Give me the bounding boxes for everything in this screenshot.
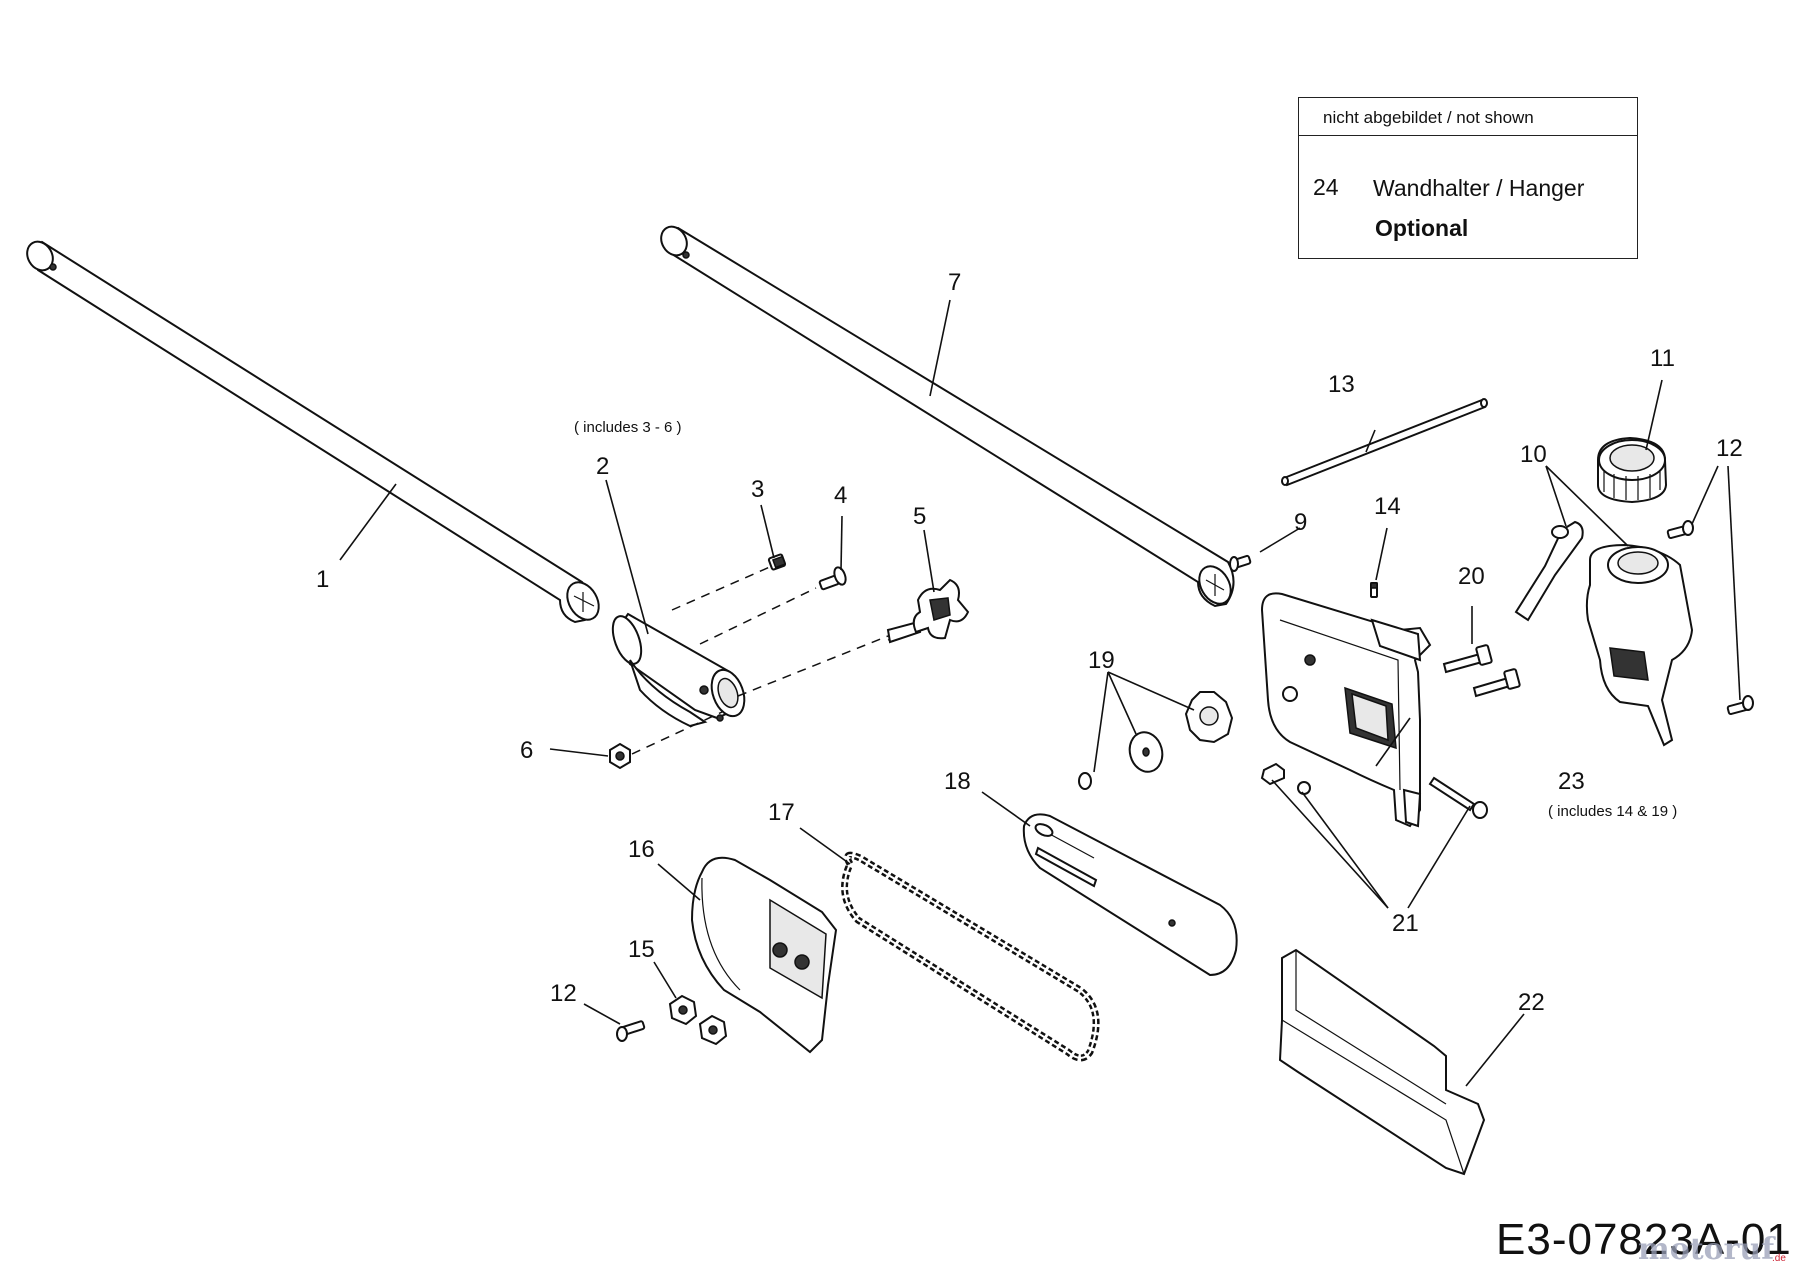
callout-13: 13 xyxy=(1328,371,1355,398)
legend-item-note: Optional xyxy=(1375,215,1469,241)
part-11-oil-cap xyxy=(1597,436,1668,504)
part-10-oil-tank xyxy=(1514,520,1694,747)
callout-4: 4 xyxy=(834,482,847,509)
note-includes-14-19: ( includes 14 & 19 ) xyxy=(1548,803,1677,820)
part-19-sprocket-washer xyxy=(1078,691,1234,790)
part-12-screws-right xyxy=(1666,520,1754,716)
callout-12-left: 12 xyxy=(550,980,577,1007)
callout-18: 18 xyxy=(944,768,971,795)
watermark-tld: .de xyxy=(1772,1253,1786,1264)
part-16-sprocket-cover xyxy=(690,856,838,1054)
callout-11: 11 xyxy=(1650,345,1675,372)
part-3-screw xyxy=(767,553,787,571)
part-9-screw xyxy=(1229,554,1252,572)
part-20-bolts xyxy=(1442,644,1521,698)
part-4-screw xyxy=(818,566,847,591)
assembly-lines xyxy=(631,565,889,755)
leader-lines xyxy=(339,299,1741,1087)
callout-3: 3 xyxy=(751,476,764,503)
part-22-scabbard xyxy=(1278,948,1486,1176)
callout-19: 19 xyxy=(1088,647,1115,674)
legend-item-number: 24 xyxy=(1313,174,1339,200)
callout-numbers: 1 2 3 4 5 6 7 9 10 11 12 13 14 20 19 23 … xyxy=(316,269,1743,1016)
callout-1: 1 xyxy=(316,566,329,593)
callout-17: 17 xyxy=(768,799,795,826)
part-21-tensioner xyxy=(1260,762,1488,819)
callout-12-right: 12 xyxy=(1716,435,1743,462)
part-1-lower-shaft xyxy=(26,240,600,624)
callout-5: 5 xyxy=(913,503,926,530)
callout-20: 20 xyxy=(1458,563,1485,590)
part-15-nuts xyxy=(668,994,728,1046)
part-23-gear-housing xyxy=(1260,592,1432,828)
part-12-screw-left xyxy=(616,1020,646,1042)
part-13-rod xyxy=(1281,398,1488,487)
note-includes-3-6: ( includes 3 - 6 ) xyxy=(574,419,682,436)
callout-21: 21 xyxy=(1392,910,1419,937)
callout-22: 22 xyxy=(1518,989,1545,1016)
callout-14: 14 xyxy=(1374,493,1401,520)
part-2-coupler xyxy=(611,612,746,728)
legend-item-name: Wandhalter / Hanger xyxy=(1373,175,1585,201)
part-5-knob xyxy=(886,578,970,644)
part-18-guide-bar xyxy=(1022,813,1238,977)
callout-16: 16 xyxy=(628,836,655,863)
callout-9: 9 xyxy=(1294,509,1307,536)
callout-15: 15 xyxy=(628,936,655,963)
legend-header: nicht abgebildet / not shown xyxy=(1299,98,1637,136)
not-shown-legend: nicht abgebildet / not shown 24 Wandhalt… xyxy=(1298,97,1638,259)
drawing-code: E3-07823A-01 xyxy=(1496,1215,1792,1264)
part-6-nut xyxy=(609,742,631,770)
callout-10: 10 xyxy=(1520,441,1547,468)
callout-6: 6 xyxy=(520,737,533,764)
part-17-chain xyxy=(841,851,1100,1062)
callout-2: 2 xyxy=(596,453,609,480)
part-14-pin xyxy=(1370,582,1378,598)
part-7-upper-shaft xyxy=(660,225,1235,608)
watermark-logo: motoruf xyxy=(1638,1232,1775,1267)
callout-23: 23 xyxy=(1558,768,1585,795)
callout-7: 7 xyxy=(948,269,961,296)
